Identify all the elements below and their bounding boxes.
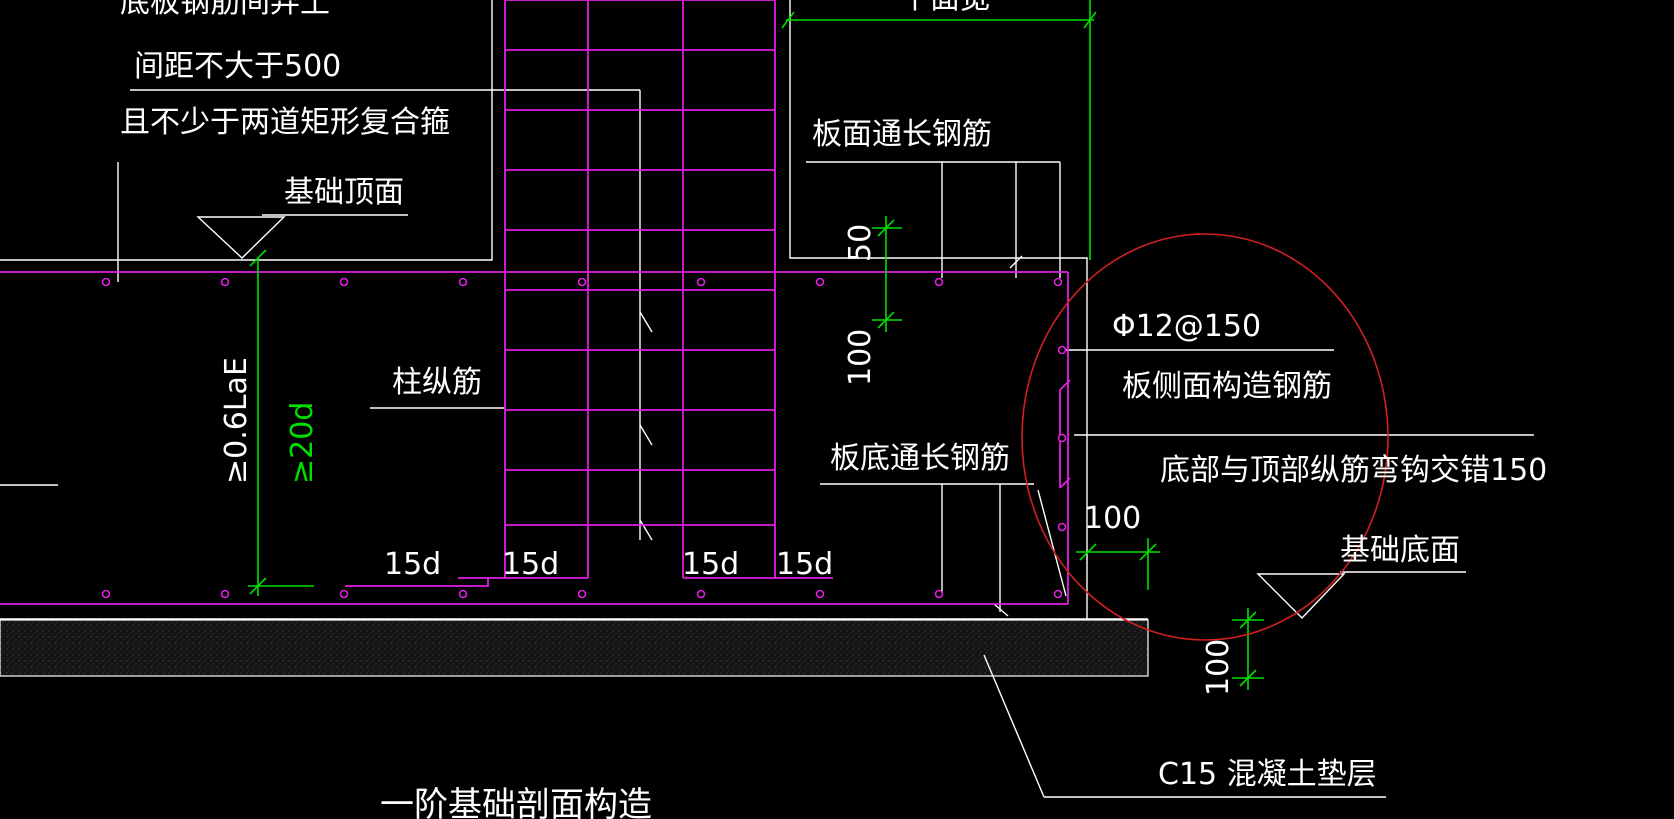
highlight-circle (1021, 233, 1389, 641)
dim-100-bottom: 100 (1201, 639, 1236, 696)
column-stirrups (505, 0, 775, 526)
spacing-note-1: 间距不大于500 (134, 49, 341, 84)
foundation-outline (0, 0, 1148, 620)
rebar-dot (1057, 433, 1067, 443)
plate-top-rebar-label: 板面通长钢筋 (812, 117, 992, 152)
rebar-dot (1057, 522, 1067, 532)
foundation-bottom-label: 基础底面 (1340, 533, 1460, 568)
rebar-dot (339, 589, 349, 599)
top-cut-label: 底板钢筋间弃土 (120, 0, 330, 20)
spacing-note-2: 且不少于两道矩形复合箍 (120, 105, 450, 140)
rebar-dot (1057, 345, 1067, 355)
rebar-dot (577, 277, 587, 287)
rebar-dot (458, 589, 468, 599)
top-dim-label: 平面宽 (900, 0, 990, 16)
rebar-dot (339, 277, 349, 287)
rebar-dot (1053, 277, 1063, 287)
dim-50: 50 (843, 224, 878, 262)
rebar-dot (458, 277, 468, 287)
rebar-dot (101, 589, 111, 599)
foundation-top-label: 基础顶面 (284, 175, 404, 210)
rebar-dot (1053, 589, 1063, 599)
hook-15d-2: 15d (502, 547, 559, 582)
rebar-dots (101, 277, 1067, 599)
hook-overlap-label: 底部与顶部纵筋弯钩交错150 (1160, 453, 1547, 488)
leader-lines (0, 89, 1534, 798)
anchor-20d: ≥20d (285, 402, 320, 484)
dimension-lines (248, 0, 1264, 690)
concrete-cushion-hatch (0, 619, 1149, 677)
dim-100-side: 100 (843, 329, 878, 386)
section-title: 一阶基础剖面构造 (380, 785, 652, 819)
rebar-layout (0, 0, 1071, 605)
hook-15d-4: 15d (776, 547, 833, 582)
concrete-cushion-label: C15 混凝土垫层 (1158, 757, 1377, 792)
rebar-dot (934, 589, 944, 599)
rebar-dot (220, 589, 230, 599)
hook-15d-1: 15d (384, 547, 441, 582)
hook-15d-3: 15d (682, 547, 739, 582)
rebar-dot (696, 589, 706, 599)
anchor-06lae: ≥0.6LaE (219, 357, 254, 484)
side-rebar-name: 板侧面构造钢筋 (1122, 369, 1332, 404)
rebar-dot (934, 277, 944, 287)
rebar-dot (815, 589, 825, 599)
dim-100-right: 100 (1084, 501, 1141, 536)
side-rebar-spec: Φ12@150 (1112, 309, 1261, 344)
rebar-dot (220, 277, 230, 287)
rebar-dot (815, 277, 825, 287)
rebar-dot (101, 277, 111, 287)
column-rebar-label: 柱纵筋 (392, 365, 482, 400)
plate-bottom-rebar-label: 板底通长钢筋 (830, 441, 1010, 476)
rebar-dot (696, 277, 706, 287)
rebar-dot (577, 589, 587, 599)
